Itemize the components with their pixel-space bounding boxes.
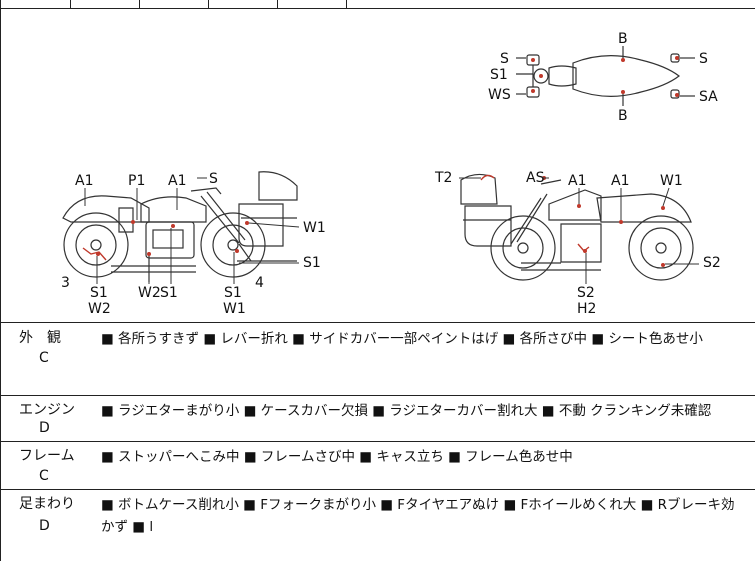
left-leader-lines xyxy=(84,177,300,284)
top-label-s1: S1 xyxy=(490,67,508,83)
category-label: 外 観 xyxy=(19,330,61,346)
left-label-s-top: S xyxy=(209,171,218,187)
motorcycle-left-side-view xyxy=(62,171,298,282)
top-label-ws: WS xyxy=(488,87,511,103)
remarks-text: ■ ボトムケース削れ小 ■ Fフォークまがり小 ■ Fタイヤエアぬけ ■ Fホイ… xyxy=(101,497,735,535)
left-label-w1: W1 xyxy=(303,220,326,236)
row-frame: フレーム C ■ ストッパーへこみ中 ■ フレームさび中 ■ キャス立ち ■ フ… xyxy=(0,442,755,490)
damage-marks-left xyxy=(82,220,249,261)
top-label-b-top: B xyxy=(618,31,628,47)
row-engine: エンジン D ■ ラジエターまがり小 ■ ケースカバー欠損 ■ ラジエターカバー… xyxy=(0,396,755,442)
right-label-a1-right: A1 xyxy=(611,173,629,189)
motorcycle-right-side-view xyxy=(460,173,694,281)
left-label-s1-bottom: S1 xyxy=(90,285,108,301)
damage-marks-top xyxy=(531,56,679,97)
grade-value: D xyxy=(39,420,50,436)
damage-diagram: S S1 WS B B S SA xyxy=(0,8,755,323)
left-label-a1-right: A1 xyxy=(168,173,186,189)
left-label-s1-right: S1 xyxy=(303,255,321,271)
remarks-text: ■ 各所うすきず ■ レバー折れ ■ サイドカバー一部ペイントはげ ■ 各所さび… xyxy=(101,331,703,347)
left-label-s1-front: S1 xyxy=(224,285,242,301)
category-label: フレーム xyxy=(19,448,75,464)
left-label-a1: A1 xyxy=(75,173,93,189)
top-label-s-left: S xyxy=(500,51,509,67)
motorcycle-top-view xyxy=(516,46,695,106)
left-label-w2: W2 xyxy=(138,285,161,301)
remarks-text: ■ ラジエターまがり小 ■ ケースカバー欠損 ■ ラジエターカバー割れ大 ■ 不… xyxy=(101,403,712,419)
remarks-text: ■ ストッパーへこみ中 ■ フレームさび中 ■ キャス立ち ■ フレーム色あせ中 xyxy=(101,449,573,465)
grade-value: C xyxy=(39,468,49,484)
left-label-s1-mid: S1 xyxy=(160,285,178,301)
damage-marks-right xyxy=(480,174,665,267)
left-label-w1-front: W1 xyxy=(223,301,246,317)
right-label-s2-right: S2 xyxy=(703,255,721,271)
left-label-p1: P1 xyxy=(128,173,145,189)
left-label-4: 4 xyxy=(255,275,264,291)
top-label-b-bottom: B xyxy=(618,108,628,124)
top-label-sa: SA xyxy=(699,89,718,105)
right-label-w1: W1 xyxy=(660,173,683,189)
category-label: 足まわり xyxy=(19,496,75,512)
right-label-a1: A1 xyxy=(568,173,586,189)
right-leader-lines xyxy=(459,177,699,284)
left-label-3: 3 xyxy=(61,275,70,291)
header-table-strip xyxy=(0,0,755,9)
right-label-as: AS xyxy=(526,170,545,186)
grade-value: D xyxy=(39,518,50,534)
row-exterior: 外 観 C ■ 各所うすきず ■ レバー折れ ■ サイドカバー一部ペイントはげ … xyxy=(0,322,755,396)
left-label-w2-bottom: W2 xyxy=(88,301,111,317)
category-label: エンジン xyxy=(19,402,75,418)
row-suspension: 足まわり D ■ ボトムケース削れ小 ■ Fフォークまがり小 ■ Fタイヤエアぬ… xyxy=(0,490,755,561)
right-label-s2-bottom: S2 xyxy=(577,285,595,301)
grade-value: C xyxy=(39,350,49,366)
top-label-s-right: S xyxy=(699,51,708,67)
right-label-t2: T2 xyxy=(434,170,452,186)
right-label-h2: H2 xyxy=(577,301,596,317)
